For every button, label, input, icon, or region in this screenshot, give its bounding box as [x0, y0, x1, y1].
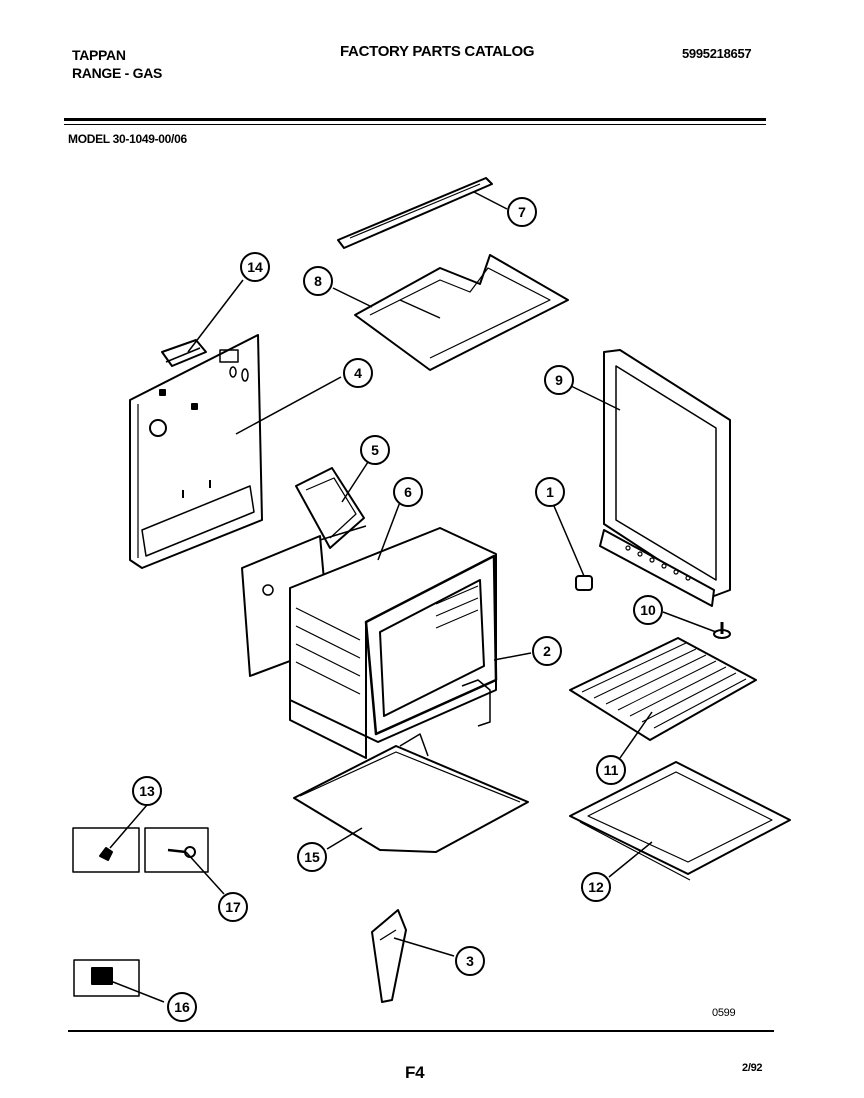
callout-9: 9 — [544, 365, 574, 395]
callout-10: 10 — [633, 595, 663, 625]
svg-text:8: 8 — [314, 273, 322, 289]
svg-text:7: 7 — [518, 204, 526, 220]
callout-11: 11 — [596, 755, 626, 785]
bracket-part — [161, 339, 207, 367]
air-duct-part — [295, 467, 367, 549]
header-rule-bottom — [64, 124, 766, 125]
callout-13: 13 — [132, 776, 162, 806]
svg-text:9: 9 — [555, 372, 563, 388]
callout-1: 1 — [535, 477, 565, 507]
svg-text:4: 4 — [354, 365, 362, 381]
hardware-bag-box — [73, 959, 140, 997]
callout-17: 17 — [218, 892, 248, 922]
revision-date: 2/92 — [742, 1062, 763, 1074]
svg-text:1: 1 — [546, 484, 554, 500]
callout-12: 12 — [581, 872, 611, 902]
svg-text:16: 16 — [174, 999, 190, 1015]
model-number: MODEL 30-1049-00/06 — [68, 132, 187, 146]
callout-3: 3 — [455, 946, 485, 976]
catalog-part-number: 5995218657 — [682, 46, 752, 61]
bottom-panel-part — [293, 733, 529, 853]
svg-text:3: 3 — [466, 953, 474, 969]
callout-4: 4 — [343, 358, 373, 388]
callouts: 1 2 3 4 5 6 7 8 9 10 11 12 13 14 15 16 1… — [132, 197, 663, 1022]
drawing-code: 0599 — [712, 1007, 736, 1019]
svg-text:5: 5 — [371, 442, 379, 458]
callout-6: 6 — [393, 477, 423, 507]
svg-text:10: 10 — [640, 602, 656, 618]
clip-kit-box — [72, 827, 140, 873]
callout-16: 16 — [167, 992, 197, 1022]
callout-2: 2 — [532, 636, 562, 666]
svg-text:6: 6 — [404, 484, 412, 500]
footer-rule — [68, 1030, 774, 1032]
svg-text:11: 11 — [604, 762, 619, 778]
callout-8: 8 — [303, 266, 333, 296]
product-type: RANGE - GAS — [72, 65, 163, 81]
oven-body-part — [289, 527, 498, 759]
oven-rack-part — [569, 637, 757, 741]
brand-block: TAPPAN RANGE - GAS — [72, 46, 162, 82]
svg-text:17: 17 — [225, 899, 241, 915]
callout-15: 15 — [297, 842, 327, 872]
svg-text:12: 12 — [588, 879, 604, 895]
knob-clip-part — [575, 575, 593, 591]
brand-name: TAPPAN — [72, 47, 126, 63]
callout-14: 14 — [240, 252, 270, 282]
svg-text:14: 14 — [247, 259, 263, 275]
broiler-pan-part — [569, 761, 791, 881]
callout-5: 5 — [360, 435, 390, 465]
back-panel-part — [129, 334, 263, 569]
svg-text:13: 13 — [139, 783, 155, 799]
top-rail-part — [337, 177, 493, 249]
header-rule-top — [64, 118, 766, 121]
callout-7: 7 — [507, 197, 537, 227]
top-panel-part — [354, 254, 569, 371]
leader-lines — [107, 191, 717, 1003]
svg-text:15: 15 — [304, 849, 320, 865]
leveling-leg-part — [713, 622, 731, 639]
catalog-title: FACTORY PARTS CATALOG — [340, 43, 535, 60]
door-hinge-part — [371, 909, 407, 1003]
oven-door-frame-part — [599, 349, 731, 607]
svg-text:2: 2 — [543, 643, 551, 659]
page-number: F4 — [405, 1063, 425, 1082]
